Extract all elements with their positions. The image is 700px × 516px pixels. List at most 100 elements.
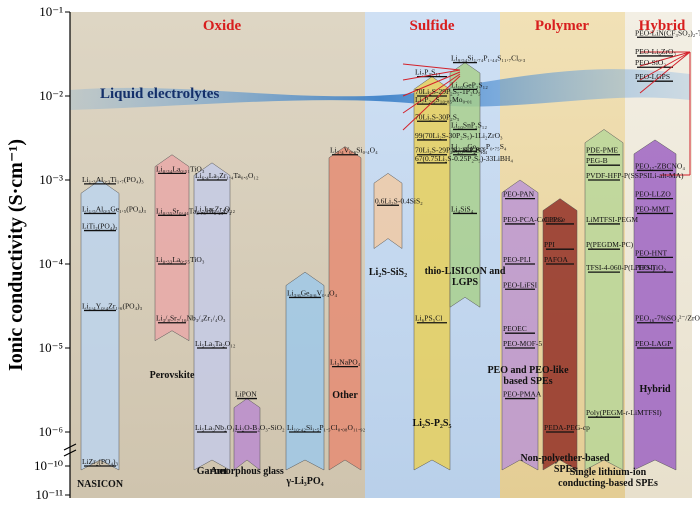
material-label: PEOEC (503, 324, 527, 333)
connector-arrow (639, 51, 691, 94)
liquid-electrolyte-wave (70, 69, 690, 110)
group-label-line: conducting-based SPEs (558, 478, 658, 489)
material-label: Li₂O-B₂O₃-SiO₂ (235, 423, 285, 432)
bar-hybrid (633, 139, 677, 471)
material-label: PDE-PME (586, 146, 619, 155)
y-tick-label: 10⁻⁴ (39, 256, 64, 271)
y-tick-label: 10⁻¹⁰ (34, 458, 63, 473)
category-label: Polymer (535, 18, 589, 34)
material-label: Li₄SiS₄ (451, 204, 474, 213)
material-label: PEO-Li₆ZrO₃ (635, 47, 676, 56)
bar--li-po- (285, 271, 325, 471)
bar-perovskite (154, 154, 190, 342)
group-label: Amorphous glass (210, 466, 284, 477)
category-label: Oxide (203, 18, 242, 34)
material-label: TFSI-4-060-P(LiTFSI) (586, 263, 656, 272)
bar-other (328, 146, 362, 471)
material-label: PPI (544, 240, 555, 249)
material-label: 70Li₂S-29P₂S₅-1Li₃PO₄ (415, 146, 488, 155)
material-label: 70Li₂S-29P₂S₅-1P₂O₅ (415, 87, 481, 96)
material-label: PEO-LiFSI (503, 280, 538, 289)
material-label: Li₀.₃₃La₀.₅₅TiO₃ (156, 255, 205, 264)
bar-thio-lisicon-and-lgps (449, 62, 481, 308)
group-label: γ-Li₃PO₄ (285, 476, 323, 487)
material-label: Li₅La₃Nb₂O₁₂ (195, 423, 238, 432)
group-label: Li₂S-SiS₂ (369, 267, 407, 278)
material-label: Li₃.₂₅Ge₀.₂₅P₀.₇₅S₄ (451, 142, 507, 151)
group-label: Other (332, 390, 358, 401)
material-label: Li₉.₅₄Si₁.₇₄P₁.₄₄S₁₁.₇Cl₀.₃ (451, 54, 526, 63)
group-label: Li₂S-P₂S₅ (412, 418, 451, 429)
connector-arrow (402, 75, 461, 131)
material-label: Li₀.₃₄La₀.₅₁TiO₃ (156, 164, 205, 173)
connector-arrow (402, 71, 461, 97)
group-label-line: based SPEs (503, 376, 552, 387)
material-label: Poly(PEGM-r-LiMTFSI) (586, 408, 662, 417)
y-axis-label: Ionic conductivity (S·cm⁻¹) (5, 139, 27, 371)
material-label: PEO-SiO₂ (635, 58, 666, 67)
group-label-line: thio-LISICON and (425, 266, 506, 277)
group-label: Hybrid (639, 384, 671, 395)
material-label: Li₆PS₅Cl (415, 314, 442, 323)
material-label: CPPC (544, 215, 562, 224)
group-label-line: PEO and PEO-like (487, 365, 569, 376)
material-label: PEO-PAN (503, 190, 535, 199)
material-label: PEO-PMAA (503, 390, 542, 399)
connector-arrow (639, 51, 691, 81)
material-label: LiPON (235, 390, 257, 399)
group-label-line: LGPS (452, 277, 479, 288)
material-label: PEO₁₇-ZBCNO₄ (635, 161, 685, 170)
bar-garnet (193, 162, 231, 471)
material-label: Li₀.₃₅Sr₀.₄₄Ta₀.₇₅Hf₀.₂₅O₃ (156, 206, 232, 215)
y-tick-label: 10⁻³ (39, 172, 63, 187)
material-label: LiZr₂(PO₄)₃ (82, 457, 119, 466)
bar-amorphous-glass (233, 398, 261, 471)
material-label: PEO-LiN(CF₃SO₂)₂-TiO₂ (635, 28, 700, 37)
y-tick-label: 10⁻⁵ (39, 340, 63, 355)
material-label: 0.6Li₂S-0.4SiS₂ (375, 196, 423, 205)
group-label: Garnet (197, 466, 228, 477)
material-label: Li₇La₃Zr₂O₁₂ (195, 204, 236, 213)
material-label: Li₃NaPO₄ (330, 358, 361, 367)
material-label: PEDA-PEG-cp (544, 423, 590, 432)
category-label: Hybrid (639, 18, 686, 34)
material-label: PEO-LAGP (635, 339, 671, 348)
material-label: PEO-LLZO (635, 190, 671, 199)
material-label: Li₁₀GeP₂S₁₂ (451, 80, 488, 89)
material-label: PEO-HNT (635, 248, 667, 257)
material-label: Li₃.₄V₀.₆Si₀.₄O₄ (330, 146, 378, 155)
y-tick-label: 10⁻¹ (39, 4, 63, 19)
y-tick-label: 10⁻⁶ (39, 424, 63, 439)
material-label: PEO-MOF-5 (503, 339, 542, 348)
material-label: PEO-TiO₂ (635, 263, 666, 272)
group-label: NASICON (77, 479, 124, 490)
connector-arrow (402, 69, 461, 81)
group-label-line: SPEs (554, 464, 576, 475)
material-label: Li₁.₄Y₀.₄Zr₁.₆(PO₄)₃ (82, 301, 143, 310)
material-label: Li₁₀SiP₂S₁₂ (451, 146, 486, 155)
material-label: PEO-LGPS (635, 72, 670, 81)
connector-arrow (402, 73, 461, 114)
y-tick-label: 10⁻¹¹ (35, 487, 63, 502)
material-label: 70Li₂S-30P₂S₅ (415, 112, 460, 121)
material-label: PEG-B (586, 156, 608, 165)
axis-break-mark (63, 443, 77, 457)
material-label: Li₃.₆Ge₀.₆V₀.₄O₄ (287, 288, 338, 297)
material-label: PEO₁₆-7%SO₄²⁻/ZrO₂ (635, 314, 700, 323)
material-label: Li₅La₃Ta₂O₁₂ (195, 339, 236, 348)
material-label: Li₃/₈Sr₇/₁₆Nb₃/₄Zr₁/₄O₃ (156, 314, 226, 323)
connector-arrow (402, 63, 461, 71)
material-label: LiMTFSI-PEGM (586, 215, 638, 224)
material-label: LiTi₂(PO₄)₃ (82, 222, 118, 231)
material-label: PAFOA (544, 255, 568, 264)
material-label: Li₁₀SnP₂S₁₂ (451, 120, 487, 129)
material-label: Li₁₀.₄₂Si₁.₅P₁.₅Cl₀.₀₈O₁₁.₉₂ (287, 423, 366, 432)
group-label: Perovskite (150, 370, 195, 381)
liquid-electrolytes-label: Liquid electrolytes (100, 86, 219, 102)
material-label: P(PEGDM-PC) (586, 240, 634, 249)
